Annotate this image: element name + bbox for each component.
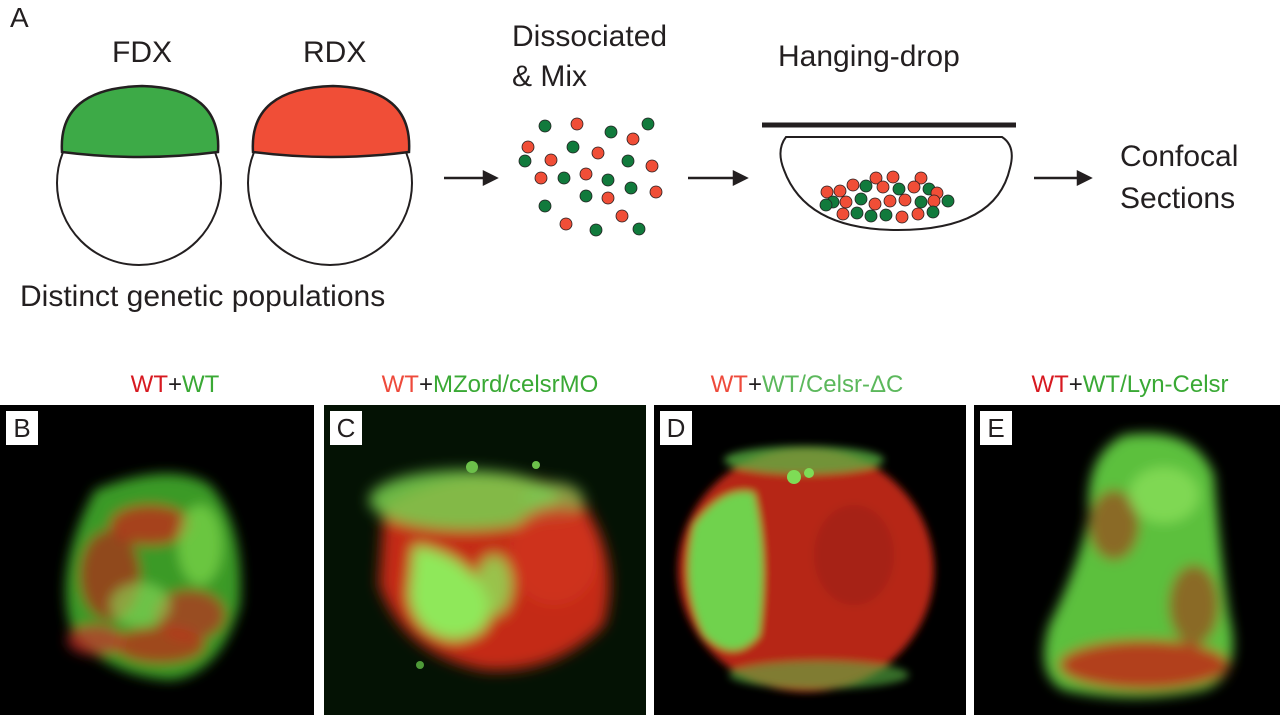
condition-label-d: WT+WT/Celsr-ΔC bbox=[662, 371, 952, 399]
rdx-embryo bbox=[247, 84, 413, 266]
condition-plus-d: + bbox=[747, 371, 762, 398]
condition-left-c: WT bbox=[381, 371, 419, 398]
dissociate-label: Dissociated bbox=[512, 20, 668, 53]
condition-label-e: WT+WT/Lyn-Celsr bbox=[985, 371, 1275, 399]
fdx-label: FDX bbox=[112, 36, 172, 69]
condition-label-b: WT+WT bbox=[60, 371, 290, 399]
micrograph-e: E bbox=[974, 405, 1280, 715]
condition-label-c: WT+MZord/celsrMO bbox=[330, 371, 650, 399]
condition-right-b: WT bbox=[182, 371, 220, 398]
condition-plus-c: + bbox=[418, 371, 433, 398]
panel-letter-b: B bbox=[6, 411, 38, 445]
arrow-icon bbox=[1034, 169, 1093, 187]
panel-letter-e: E bbox=[980, 411, 1012, 445]
confocal-label: Confocal bbox=[1120, 140, 1239, 173]
schematic-diagram bbox=[56, 84, 1093, 266]
condition-right-c: MZord/celsrMO bbox=[432, 371, 599, 398]
mix-label: & Mix bbox=[512, 60, 587, 93]
panel-letter-c: C bbox=[330, 411, 362, 445]
condition-plus-b: + bbox=[167, 371, 182, 398]
drop-cells bbox=[819, 170, 955, 224]
sections-label: Sections bbox=[1120, 182, 1236, 215]
hanging-drop-label: Hanging-drop bbox=[778, 40, 960, 73]
condition-left-e: WT bbox=[1031, 371, 1069, 398]
condition-right-d: WT/Celsr-ΔC bbox=[761, 371, 904, 398]
arrow-icon bbox=[444, 169, 499, 187]
condition-left-d: WT bbox=[710, 371, 748, 398]
condition-plus-e: + bbox=[1068, 371, 1083, 398]
micrograph-c: C bbox=[324, 405, 646, 715]
condition-right-e: WT/Lyn-Celsr bbox=[1082, 371, 1229, 398]
arrow-icon bbox=[688, 169, 749, 187]
panel-letter-a: A bbox=[10, 2, 29, 33]
fdx-embryo bbox=[56, 84, 222, 266]
rdx-label: RDX bbox=[303, 36, 367, 69]
micrograph-d: D bbox=[654, 405, 966, 715]
dissociated-cells bbox=[518, 117, 663, 237]
condition-left-b: WT bbox=[130, 371, 168, 398]
populations-caption: Distinct genetic populations bbox=[20, 280, 386, 313]
panel-letter-d: D bbox=[660, 411, 692, 445]
micrograph-b: B bbox=[0, 405, 314, 715]
